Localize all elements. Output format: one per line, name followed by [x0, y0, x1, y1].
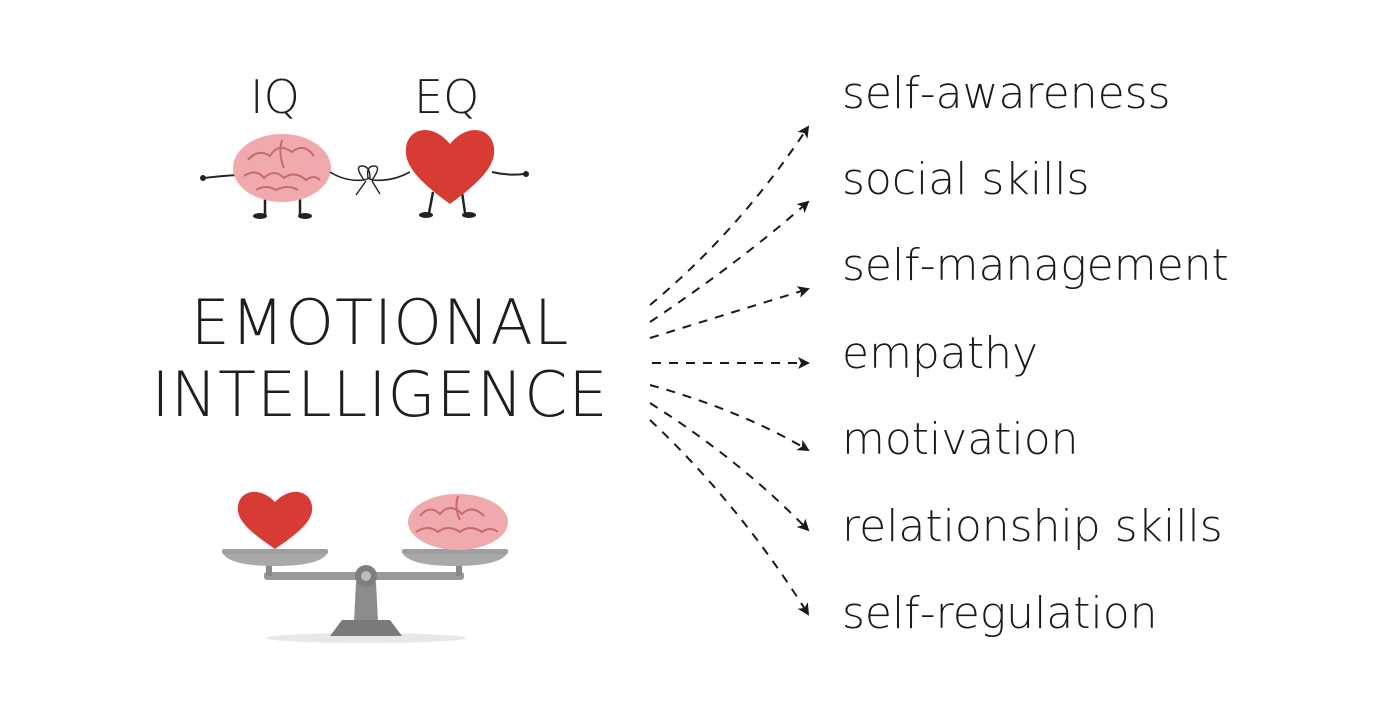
item-social-skills: social skills — [842, 154, 1090, 205]
heart-icon — [405, 130, 495, 204]
iq-label: IQ — [250, 70, 300, 124]
bow-tie-icon — [355, 165, 411, 196]
title-line-1: EMOTIONAL — [190, 286, 570, 359]
arrow-social-skills — [649, 200, 810, 323]
brain-icon — [233, 134, 331, 202]
iq-brain-character — [200, 134, 365, 219]
scale-heart-icon — [237, 491, 313, 549]
arrow-self-awareness — [649, 125, 810, 306]
scale-brain-icon — [408, 494, 508, 550]
item-self-regulation: self-regulation — [842, 588, 1158, 639]
eq-label: EQ — [414, 70, 480, 124]
arrows — [649, 125, 810, 616]
arrow-relationship-skills — [649, 402, 810, 532]
balance-scale-icon — [222, 491, 508, 643]
item-motivation: motivation — [842, 414, 1079, 465]
arrow-self-management — [649, 286, 810, 339]
item-relationship-skills: relationship skills — [842, 501, 1223, 552]
title-line-2: INTELLIGENCE — [151, 358, 609, 431]
item-self-awareness: self-awareness — [842, 68, 1171, 119]
item-self-management: self-management — [842, 240, 1229, 291]
arrow-self-regulation — [649, 419, 810, 616]
eq-heart-character — [405, 130, 529, 218]
arrow-motivation — [649, 384, 810, 452]
item-empathy: empathy — [842, 328, 1039, 379]
